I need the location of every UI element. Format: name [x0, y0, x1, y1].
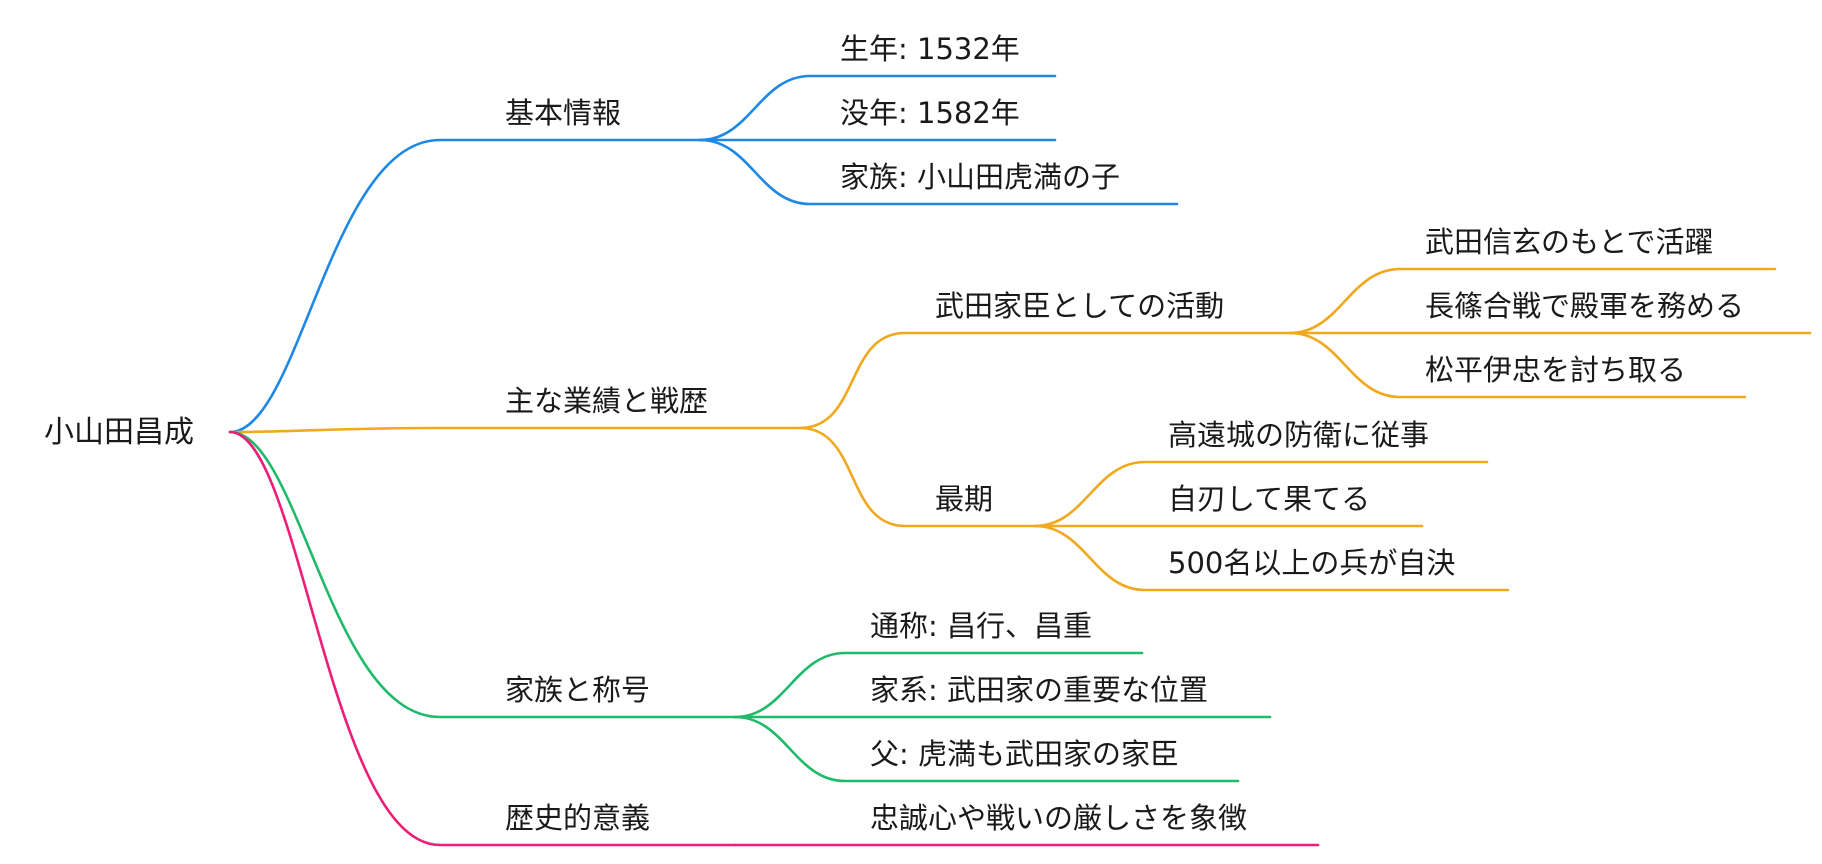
leaf-father: 父: 虎満も武田家の家臣 [870, 737, 1179, 771]
edge-root-to-achievements [228, 426, 802, 434]
edge-root-to-significance [228, 430, 737, 847]
branch-family-title-edges [228, 430, 1272, 783]
root-node-label: 小山田昌成 [44, 415, 194, 450]
edge-family-title-to-father [733, 715, 1240, 783]
edge-final-to-soldiers [1033, 524, 1510, 592]
branch-basic-info-label: 基本情報 [505, 96, 622, 130]
edge-basic-info-to-family [698, 138, 1179, 206]
branch-achievements-label: 主な業績と戦歴 [505, 384, 709, 418]
leaf-death-year: 没年: 1582年 [840, 96, 1020, 130]
leaf-seppuku: 自刃して果てる [1168, 482, 1371, 516]
leaf-loyalty: 忠誠心や戦いの厳しさを象徴 [870, 801, 1248, 835]
leaf-nagashino: 長篠合戦で殿軍を務める [1425, 289, 1745, 323]
sub-branch-activities-label: 武田家臣としての活動 [935, 289, 1225, 323]
edge-achievements-to-activities [798, 331, 1292, 430]
sub-branch-final-label: 最期 [935, 482, 994, 516]
branch-family-title-label: 家族と称号 [505, 673, 651, 707]
edge-final-to-takato [1033, 460, 1489, 528]
leaf-matsudaira: 松平伊忠を討ち取る [1425, 353, 1687, 387]
leaf-shingen: 武田信玄のもとで活躍 [1425, 225, 1714, 259]
leaf-takato: 高遠城の防衛に従事 [1168, 418, 1430, 452]
edge-activities-to-shingen [1288, 267, 1777, 335]
branch-achievements-edges [228, 267, 1812, 592]
leaf-soldiers: 500名以上の兵が自決 [1168, 546, 1456, 580]
leaf-birth-year: 生年: 1532年 [840, 32, 1020, 66]
edge-achievements-to-final [798, 426, 1037, 528]
leaf-lineage: 家系: 武田家の重要な位置 [870, 673, 1208, 707]
edge-family-title-to-alias [733, 651, 1144, 719]
edge-basic-info-to-birth [698, 74, 1057, 142]
branch-significance-label: 歴史的意義 [505, 801, 651, 835]
leaf-family: 家族: 小山田虎満の子 [840, 160, 1120, 194]
branch-basic-info-edges [228, 74, 1179, 434]
edge-root-to-family-title [228, 430, 737, 719]
edge-activities-to-matsudaira [1288, 331, 1747, 399]
edge-root-to-basic-info [228, 138, 702, 434]
leaf-alias: 通称: 昌行、昌重 [870, 609, 1092, 643]
branch-significance-edges [228, 430, 1320, 847]
